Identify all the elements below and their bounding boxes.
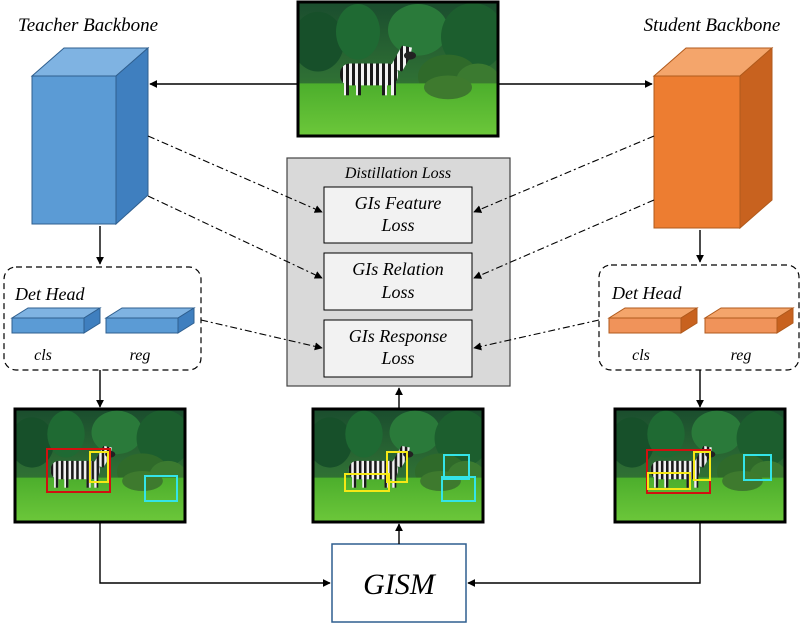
student-backbone-title: Student Backbone bbox=[644, 15, 781, 36]
gis-feature-loss-box bbox=[323, 186, 473, 244]
gis-feature-loss-line1: GIs Feature bbox=[355, 193, 442, 213]
gis-response-loss-line2: Loss bbox=[380, 348, 414, 368]
teacher-det-head-title: Det Head bbox=[14, 284, 85, 304]
gism-label: GISM bbox=[363, 568, 437, 601]
teacher-cls-block bbox=[10, 307, 102, 334]
student-det-head-box bbox=[598, 264, 800, 371]
student-det-head-title: Det Head bbox=[611, 283, 682, 303]
gism-box bbox=[331, 543, 467, 623]
dashdot-arrows bbox=[147, 135, 655, 351]
student-reg-label: reg bbox=[731, 347, 752, 364]
teacher-det-head-box bbox=[3, 266, 202, 371]
teacher-backbone-block bbox=[30, 46, 150, 226]
input-image bbox=[296, 0, 500, 138]
solid-arrows bbox=[96, 80, 704, 587]
teacher-yellow-box bbox=[89, 451, 109, 483]
gis-relation-loss-line1: GIs Relation bbox=[352, 259, 444, 279]
distillation-loss-title: Distillation Loss bbox=[344, 165, 451, 182]
student-backbone-block bbox=[652, 46, 774, 230]
teacher-red-box bbox=[46, 448, 111, 493]
teacher-cyan-box bbox=[144, 475, 178, 502]
student-cls-label: cls bbox=[632, 347, 650, 364]
student-yellow-box-1 bbox=[647, 472, 691, 490]
student-yellow-box-2 bbox=[693, 451, 711, 481]
student-output-image bbox=[613, 407, 787, 524]
teacher-backbone-title: Teacher Backbone bbox=[18, 15, 158, 36]
gism-cyan-box-2 bbox=[441, 476, 476, 502]
gis-feature-loss-line2: Loss bbox=[380, 215, 414, 235]
gism-output-image bbox=[311, 407, 485, 524]
gism-yellow-box-2 bbox=[386, 451, 408, 483]
teacher-cls-label: cls bbox=[34, 347, 52, 364]
gis-relation-loss-line2: Loss bbox=[380, 282, 414, 302]
gis-response-loss-box bbox=[323, 319, 473, 378]
gism-cyan-box-1 bbox=[443, 454, 470, 480]
student-reg-block bbox=[703, 307, 795, 334]
student-cls-block bbox=[607, 307, 699, 334]
gis-response-loss-line1: GIs Response bbox=[349, 326, 447, 346]
student-cyan-box bbox=[743, 454, 772, 481]
gis-relation-loss-box bbox=[323, 252, 473, 311]
teacher-reg-label: reg bbox=[130, 347, 151, 364]
teacher-reg-block bbox=[104, 307, 196, 334]
teacher-output-image bbox=[13, 407, 187, 524]
